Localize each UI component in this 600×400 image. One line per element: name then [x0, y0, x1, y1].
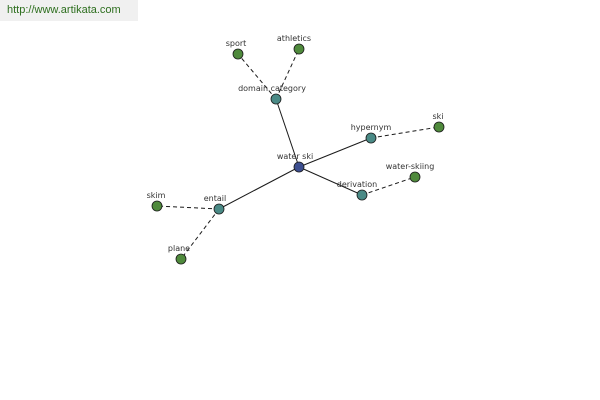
node-circle-entail[interactable] [213, 203, 225, 215]
edge-water-ski-hypernym [298, 137, 372, 168]
node-circle-athletics[interactable] [293, 43, 305, 55]
node-domain-category[interactable]: domain category [238, 84, 306, 105]
node-label-entail: entail [204, 194, 226, 203]
edge-water-ski-entail [218, 166, 300, 210]
edge-entail-plane [180, 208, 220, 260]
node-circle-derivation[interactable] [356, 189, 368, 201]
edge-hypernym-ski [370, 126, 440, 139]
node-label-hypernym: hypernym [351, 123, 392, 132]
edge-water-ski-domain-category [275, 98, 300, 168]
watermark-link[interactable]: http://www.artikata.com [0, 0, 138, 21]
node-label-derivation: derivation [337, 180, 377, 189]
edge-domain-category-athletics [275, 48, 300, 100]
node-circle-water-ski[interactable] [293, 161, 305, 173]
edge-water-ski-derivation [298, 166, 363, 196]
node-label-domain-category: domain category [238, 84, 306, 93]
node-circle-skim[interactable] [151, 200, 163, 212]
node-label-sport: sport [226, 39, 247, 48]
node-label-athletics: athletics [277, 34, 311, 43]
node-water-skiing[interactable]: water-skiing [386, 162, 435, 183]
node-label-ski: ski [432, 112, 443, 121]
node-water-ski[interactable]: water ski [277, 152, 313, 173]
node-athletics[interactable]: athletics [277, 34, 311, 55]
node-circle-sport[interactable] [232, 48, 244, 60]
node-entail[interactable]: entail [204, 194, 226, 215]
node-circle-domain-category[interactable] [270, 93, 282, 105]
edge-entail-skim [156, 205, 220, 210]
node-ski[interactable]: ski [432, 112, 445, 133]
node-label-skim: skim [147, 191, 166, 200]
node-sport[interactable]: sport [226, 39, 247, 60]
node-skim[interactable]: skim [147, 191, 166, 212]
node-circle-ski[interactable] [433, 121, 445, 133]
node-derivation[interactable]: derivation [337, 180, 377, 201]
node-label-water-ski: water ski [277, 152, 313, 161]
edge-layer [156, 48, 440, 260]
edge-domain-category-sport [237, 53, 277, 100]
node-circle-water-skiing[interactable] [409, 171, 421, 183]
node-circle-hypernym[interactable] [365, 132, 377, 144]
node-label-plane: plane [168, 244, 190, 253]
node-circle-plane[interactable] [175, 253, 187, 265]
node-label-water-skiing: water-skiing [386, 162, 435, 171]
edge-derivation-water-skiing [361, 176, 416, 196]
node-hypernym[interactable]: hypernym [351, 123, 392, 144]
node-plane[interactable]: plane [168, 244, 190, 265]
node-layer: water ski domain category hypernym derivati… [147, 34, 445, 265]
